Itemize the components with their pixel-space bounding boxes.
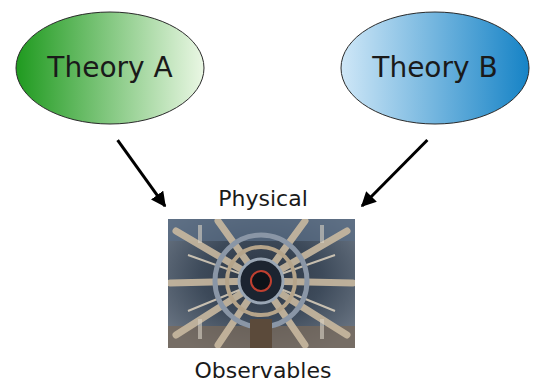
theory-ellipse: Theory A <box>15 11 205 125</box>
collider-photo <box>168 219 355 348</box>
caption-text: Observables <box>192 358 335 384</box>
node-label: Theory B <box>372 51 497 85</box>
ellipse-shape <box>341 12 529 124</box>
arrow-connector <box>362 140 427 206</box>
theory-ellipse: Theory B <box>340 11 530 125</box>
arrow-connector <box>118 140 165 206</box>
caption-text: Physical <box>215 186 311 212</box>
observables-group: PhysicalObservables <box>158 186 368 384</box>
node-label: Theory A <box>47 51 172 85</box>
ellipse-shape <box>16 12 204 124</box>
